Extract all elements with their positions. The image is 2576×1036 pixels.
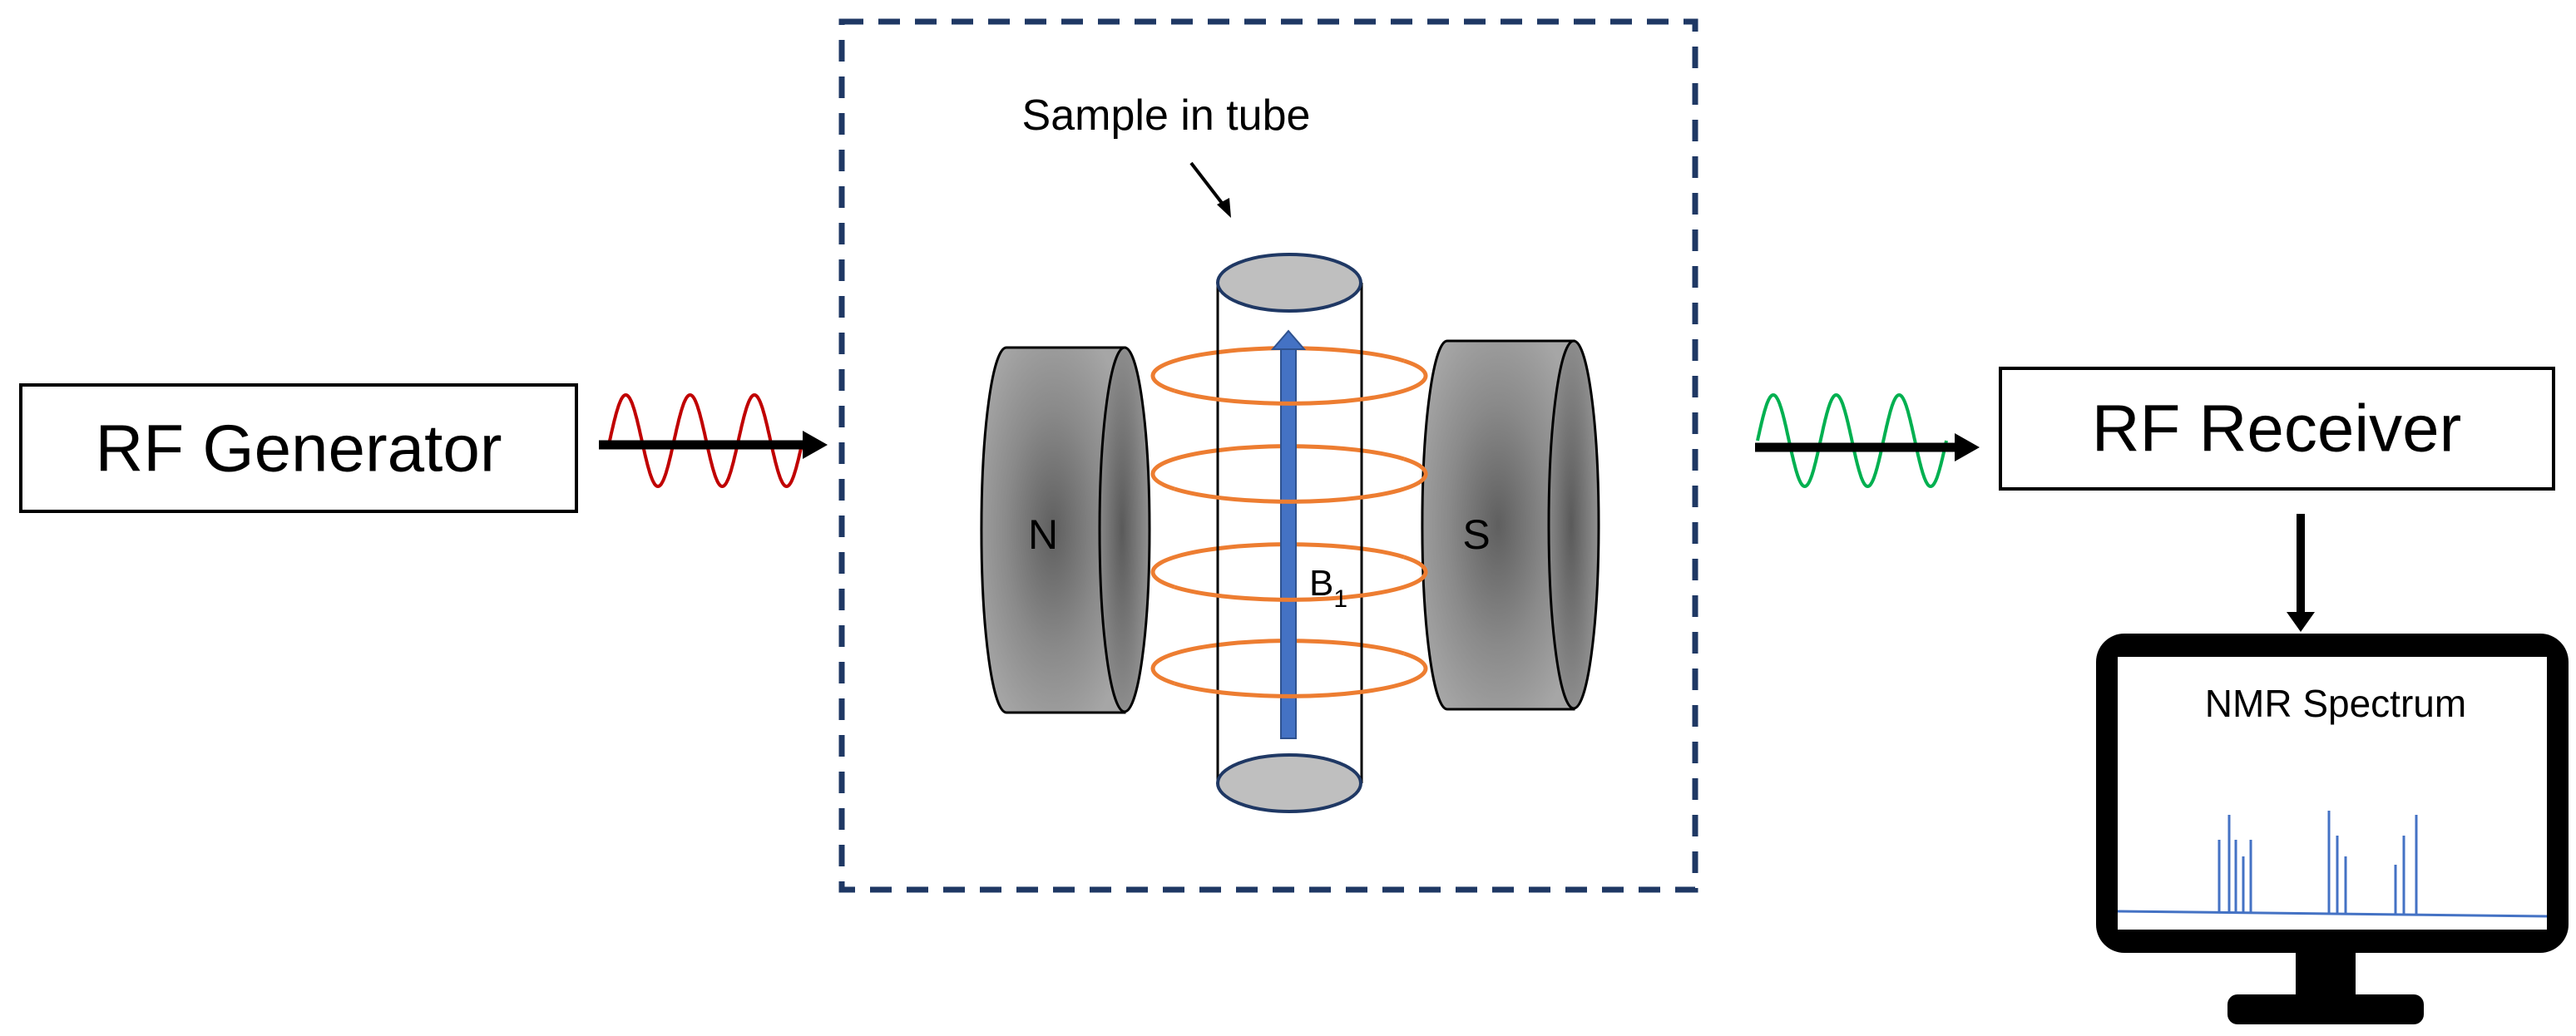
monitor-screen bbox=[2118, 657, 2547, 930]
coil-turn-back bbox=[1150, 639, 1405, 686]
spectrum-baseline bbox=[2117, 910, 2548, 918]
magnet-south: S bbox=[1421, 339, 1600, 711]
magnet-north-face bbox=[1098, 346, 1151, 713]
rf-generator: RF Generator bbox=[19, 383, 578, 513]
rf-generator-box bbox=[19, 383, 578, 513]
rf-receiver: RF Receiver bbox=[1999, 367, 2555, 491]
magnet-north: N bbox=[980, 346, 1151, 714]
b1-field-arrow bbox=[1270, 329, 1307, 739]
sample-tube bbox=[1216, 253, 1363, 813]
coil-turn-front bbox=[1174, 358, 1428, 406]
coil-back bbox=[1150, 346, 1405, 686]
rf-receiver-box bbox=[1999, 367, 2555, 491]
coil-turn-back bbox=[1150, 346, 1405, 393]
coil-turn-front bbox=[1174, 456, 1428, 504]
probe-enclosure bbox=[838, 18, 1698, 893]
coil-turn-front bbox=[1174, 555, 1428, 602]
monitor: NMR Spectrum bbox=[2096, 634, 2569, 1024]
b1-label: B1 bbox=[1309, 563, 1347, 613]
receiver-to-monitor-arrow-head bbox=[2287, 612, 2315, 632]
input-arrow-head bbox=[803, 431, 828, 459]
sample-pointer-line bbox=[1189, 161, 1226, 208]
tube-bottom bbox=[1216, 753, 1362, 813]
rf-receiver-label: RF Receiver bbox=[2092, 392, 2462, 466]
output-arrow-head bbox=[1955, 433, 1980, 461]
nmr-spectrum-plot bbox=[2117, 811, 2548, 918]
magnet-south-body bbox=[1421, 339, 1575, 711]
b1-arrow-shaft bbox=[1280, 347, 1297, 739]
monitor-stand bbox=[2227, 994, 2424, 1024]
magnet-south-face bbox=[1547, 339, 1600, 710]
sample-label: Sample in tube bbox=[1022, 91, 1311, 140]
output-rf-signal bbox=[1755, 392, 1980, 489]
sample-pointer-head bbox=[1217, 198, 1231, 218]
tube-top bbox=[1216, 253, 1362, 313]
rf-generator-label: RF Generator bbox=[95, 412, 502, 486]
coil-turn-back bbox=[1150, 444, 1405, 491]
monitor-title: NMR Spectrum bbox=[2205, 682, 2466, 725]
output-sine-wave bbox=[1756, 392, 1948, 489]
magnet-north-body bbox=[980, 346, 1126, 714]
magnet-south-label: S bbox=[1462, 511, 1490, 558]
coil-turn-front bbox=[1174, 651, 1428, 698]
coil-turn-back bbox=[1150, 542, 1405, 590]
monitor-neck bbox=[2296, 953, 2356, 999]
b1-arrow-head bbox=[1270, 329, 1307, 350]
input-rf-signal bbox=[599, 392, 828, 489]
coil-front bbox=[1174, 358, 1428, 698]
magnet-north-label: N bbox=[1028, 511, 1058, 558]
